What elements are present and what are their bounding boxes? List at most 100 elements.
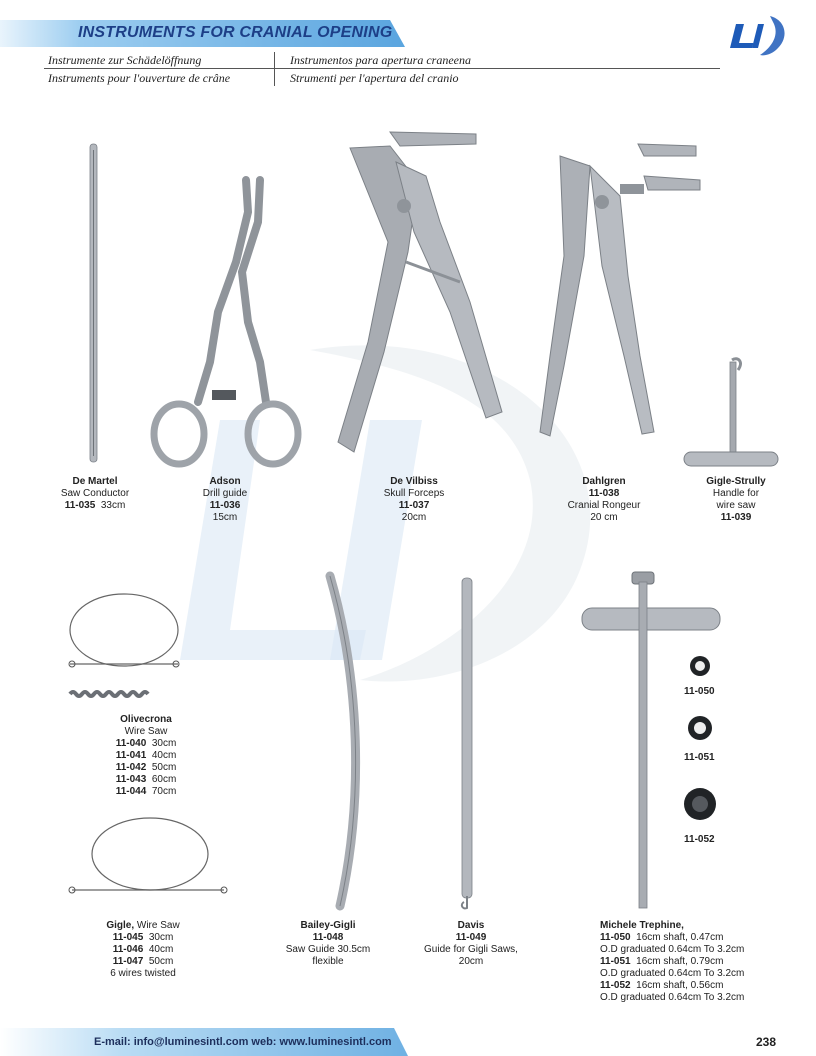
- product-size: 33cm: [100, 500, 126, 511]
- product-size: 20 cm: [590, 512, 618, 523]
- product-size: 40cm: [151, 750, 177, 761]
- product-code: 11-051: [600, 956, 631, 967]
- product-name: Gigle,: [106, 920, 135, 931]
- product-desc: Guide for Gigli Saws,: [424, 944, 518, 955]
- product-size: 70cm: [151, 786, 177, 797]
- product-code: 11-036: [209, 500, 241, 511]
- product-size: 60cm: [151, 774, 177, 785]
- product-note: flexible: [312, 956, 344, 967]
- product-size: 20cm: [458, 956, 484, 967]
- instrument-image: [150, 176, 302, 468]
- product-size: 40cm: [148, 944, 174, 955]
- product-od: O.D graduated 0.64cm To 3.2cm: [600, 944, 745, 955]
- instrument-image: [337, 131, 503, 453]
- product-code: 11-040: [115, 738, 147, 749]
- logo-icon: [718, 10, 794, 60]
- product-name: Dahlgren: [582, 476, 626, 487]
- product-desc: Cranial Rongeur: [567, 500, 641, 511]
- product-size: 50cm: [148, 956, 174, 967]
- product-code: 11-045: [112, 932, 144, 943]
- product-label-davis: Davis 11-049 Guide for Gigli Saws, 20cm: [414, 920, 528, 968]
- size-row: 11-044 70cm: [96, 786, 196, 798]
- instrument-image: [688, 716, 712, 740]
- page-number: 238: [756, 1035, 777, 1049]
- instrument-image: [684, 788, 716, 820]
- product-spec: 16cm shaft, 0.79cm: [636, 956, 724, 967]
- subtitle-fr: Instruments pour l'ouverture de crâne: [48, 71, 231, 85]
- product-name: Adson: [209, 476, 241, 487]
- product-desc: Wire Saw: [136, 920, 180, 931]
- product-size: 30cm: [151, 738, 177, 749]
- tip-label: 11-050: [684, 686, 715, 697]
- product-label-bailey-gigli: Bailey-Gigli 11-048 Saw Guide 30.5cm fle…: [276, 920, 380, 968]
- instrument-image: [539, 143, 701, 437]
- size-row: 11-045 30cm: [88, 932, 198, 944]
- product-code: 11-039: [720, 512, 752, 523]
- product-label-gigle: Gigle, Wire Saw 11-045 30cm 11-046 40cm …: [88, 920, 198, 980]
- subtitle-es: Instrumentos para apertura craneena: [290, 53, 471, 67]
- product-name: Michele Trephine,: [600, 920, 684, 931]
- product-desc: Saw Guide 30.5cm: [285, 944, 371, 955]
- product-code: 11-046: [112, 944, 144, 955]
- page-title: INSTRUMENTS FOR CRANIAL OPENING: [78, 24, 393, 41]
- product-size: 20cm: [401, 512, 427, 523]
- tip-label: 11-051: [684, 752, 715, 763]
- product-od: O.D graduated 0.64cm To 3.2cm: [600, 968, 745, 979]
- product-name: De Vilbiss: [390, 476, 438, 487]
- instrument-image: [581, 571, 721, 909]
- subtitle-rule: [44, 68, 720, 69]
- product-name: De Martel: [72, 476, 118, 487]
- product-code: 11-038: [588, 488, 620, 499]
- product-label-de-vilbiss: De Vilbiss Skull Forceps 11-037 20cm: [366, 476, 462, 524]
- product-size: 50cm: [151, 762, 177, 773]
- product-od: O.D graduated 0.64cm To 3.2cm: [600, 992, 745, 1003]
- product-label-dahlgren: Dahlgren 11-038 Cranial Rongeur 20 cm: [554, 476, 654, 524]
- size-row: 11-040 30cm: [96, 738, 196, 750]
- product-desc: Skull Forceps: [383, 488, 445, 499]
- product-code: 11-048: [312, 932, 344, 943]
- product-label-adson: Adson Drill guide 11-036 15cm: [190, 476, 260, 524]
- size-row: 11-042 50cm: [96, 762, 196, 774]
- instrument-image: [89, 143, 98, 463]
- product-code: 11-050: [600, 932, 631, 943]
- spec-row: 11-052 16cm shaft, 0.56cm: [600, 980, 790, 992]
- product-code: 11-049: [455, 932, 487, 943]
- product-name: Gigle-Strully: [706, 476, 766, 487]
- tip-label: 11-052: [684, 834, 715, 845]
- watermark-logo: [160, 330, 630, 730]
- product-code: 11-052: [600, 980, 631, 991]
- product-desc: Drill guide: [202, 488, 248, 499]
- size-row: 11-041 40cm: [96, 750, 196, 762]
- product-code: 11-035: [64, 500, 96, 511]
- product-note: 6 wires twisted: [110, 968, 176, 979]
- product-desc: Saw Conductor: [60, 488, 130, 499]
- product-name: Bailey-Gigli: [300, 920, 356, 931]
- product-desc: Handle for: [712, 488, 760, 499]
- product-name: Davis: [457, 920, 485, 931]
- product-size: 15cm: [212, 512, 238, 523]
- product-code: 11-042: [115, 762, 147, 773]
- instrument-image: [690, 656, 710, 676]
- subtitle-it: Strumenti per l'apertura del cranio: [290, 71, 459, 85]
- product-label-michele: Michele Trephine, 11-050 16cm shaft, 0.4…: [600, 920, 790, 1004]
- product-code: 11-044: [115, 786, 147, 797]
- footer-banner: [0, 1028, 408, 1056]
- footer-contact: E-mail: info@luminesintl.com web: www.lu…: [94, 1036, 392, 1048]
- instrument-image: [325, 571, 361, 911]
- product-code: 11-047: [112, 956, 144, 967]
- instrument-image: [68, 593, 180, 698]
- subtitle-divider: [274, 52, 275, 86]
- product-spec: 16cm shaft, 0.56cm: [636, 980, 724, 991]
- spec-row: 11-050 16cm shaft, 0.47cm: [600, 932, 790, 944]
- title-banner: [0, 20, 405, 47]
- product-label-olivecrona: Olivecrona Wire Saw 11-040 30cm 11-041 4…: [96, 714, 196, 798]
- product-code: 11-037: [398, 500, 430, 511]
- instrument-image: [683, 357, 779, 467]
- product-code: 11-041: [115, 750, 147, 761]
- product-label-de-martel: De Martel Saw Conductor 11-035 33cm: [50, 476, 140, 512]
- instrument-image: [460, 577, 473, 910]
- product-spec: 16cm shaft, 0.47cm: [636, 932, 724, 943]
- spec-row: 11-051 16cm shaft, 0.79cm: [600, 956, 790, 968]
- size-row: 11-043 60cm: [96, 774, 196, 786]
- instrument-image: [68, 817, 228, 894]
